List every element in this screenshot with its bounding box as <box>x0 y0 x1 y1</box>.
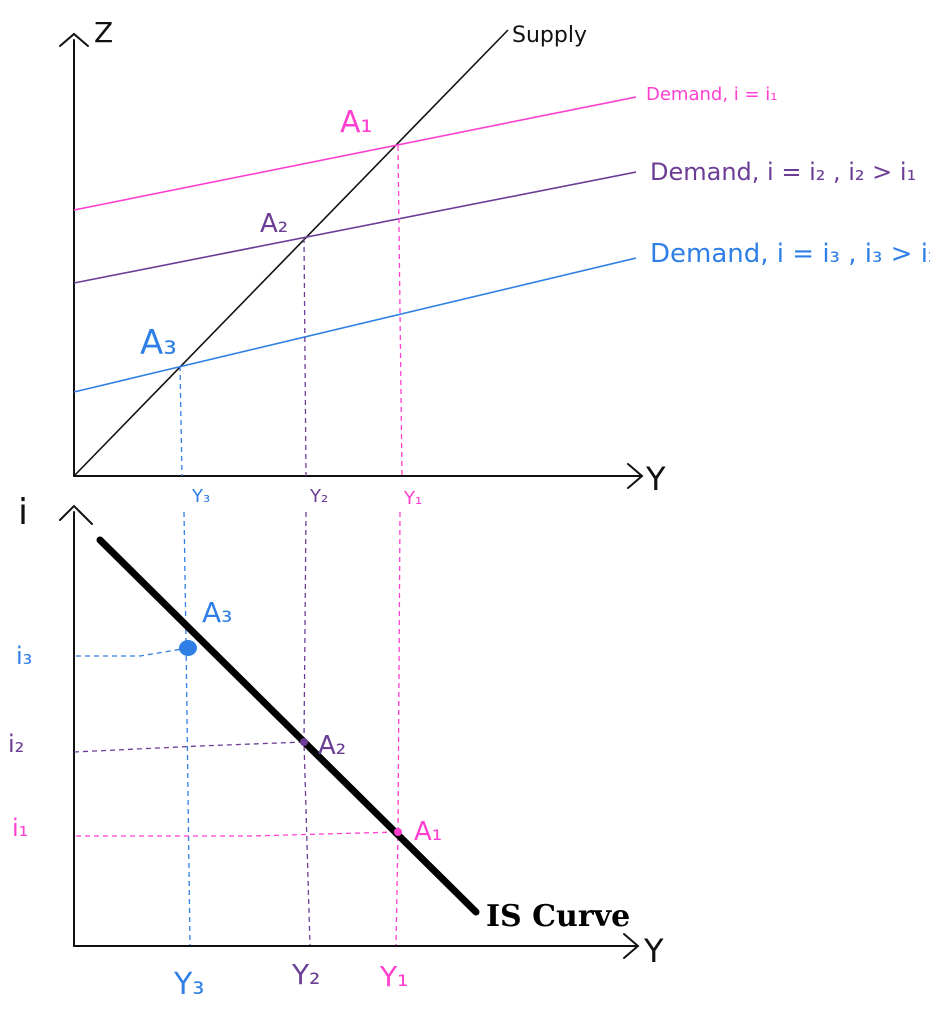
bottom-point-A3-label: A₃ <box>202 596 232 629</box>
top-point-A3-label: A₃ <box>140 323 177 363</box>
connector-i3 <box>76 647 189 657</box>
top-axes <box>59 32 644 489</box>
demand-line-3 <box>73 257 637 393</box>
supply-label: Supply <box>512 23 587 48</box>
connector-Y3 <box>179 365 191 947</box>
bottom-y-axis-arrow <box>59 504 93 525</box>
top-x-axis-label: Y <box>645 460 666 498</box>
is-curve-label: IS Curve <box>486 899 630 934</box>
bottom-point-A1-label: A₁ <box>414 817 442 847</box>
is-curve-line <box>96 536 480 916</box>
point-A3-marker <box>179 640 197 656</box>
tick-i2: i₂ <box>8 730 24 758</box>
supply-line <box>73 29 509 477</box>
demand-1-label: Demand, i = i₁ <box>646 84 778 105</box>
connector-Y2 <box>303 237 311 947</box>
bottom-tick-Y2: Y₂ <box>291 958 320 991</box>
top-y-axis-label: Z <box>94 16 113 49</box>
bottom-tick-Y3: Y₃ <box>173 967 204 1002</box>
bottom-x-axis-arrow <box>623 933 640 959</box>
connector-i2 <box>73 741 305 753</box>
top-point-A1-label: A₁ <box>340 105 373 140</box>
bottom-point-A2-label: A₂ <box>318 731 346 761</box>
horizontal-connectors <box>73 647 399 837</box>
top-tick-Y1: Y₁ <box>403 488 422 509</box>
demand-2-label: Demand, i = i₂ , i₂ > i₁ <box>650 158 916 186</box>
demand-3-label: Demand, i = i₃ , i₃ > i₂ <box>650 239 930 269</box>
top-tick-Y2: Y₂ <box>309 486 328 507</box>
vertical-connectors <box>179 145 403 947</box>
tick-i3: i₃ <box>16 642 32 670</box>
top-x-axis-arrow <box>627 463 644 489</box>
connector-i1 <box>76 831 399 837</box>
connector-Y1 <box>395 145 403 947</box>
top-panel: Z Y Supply Demand, i = i₁ Demand, i = i₂… <box>59 16 930 509</box>
point-A1-marker <box>394 828 402 836</box>
bottom-y-axis-label: i <box>18 492 28 533</box>
top-y-axis-arrow <box>59 32 89 47</box>
bottom-panel: i Y i₃ i₂ i₁ IS Curve A₃ A₂ A₁ Y₃ Y₂ Y₁ <box>8 492 664 1002</box>
demand-line-2 <box>73 171 637 284</box>
top-tick-Y3: Y₃ <box>191 486 210 507</box>
tick-i1: i₁ <box>12 814 28 842</box>
bottom-axes <box>59 504 640 959</box>
bottom-x-axis-label: Y <box>643 932 664 970</box>
top-point-A2-label: A₂ <box>260 209 288 239</box>
demand-line-1 <box>73 96 637 211</box>
point-A2-marker <box>300 738 308 746</box>
bottom-tick-Y1: Y₁ <box>379 960 408 993</box>
